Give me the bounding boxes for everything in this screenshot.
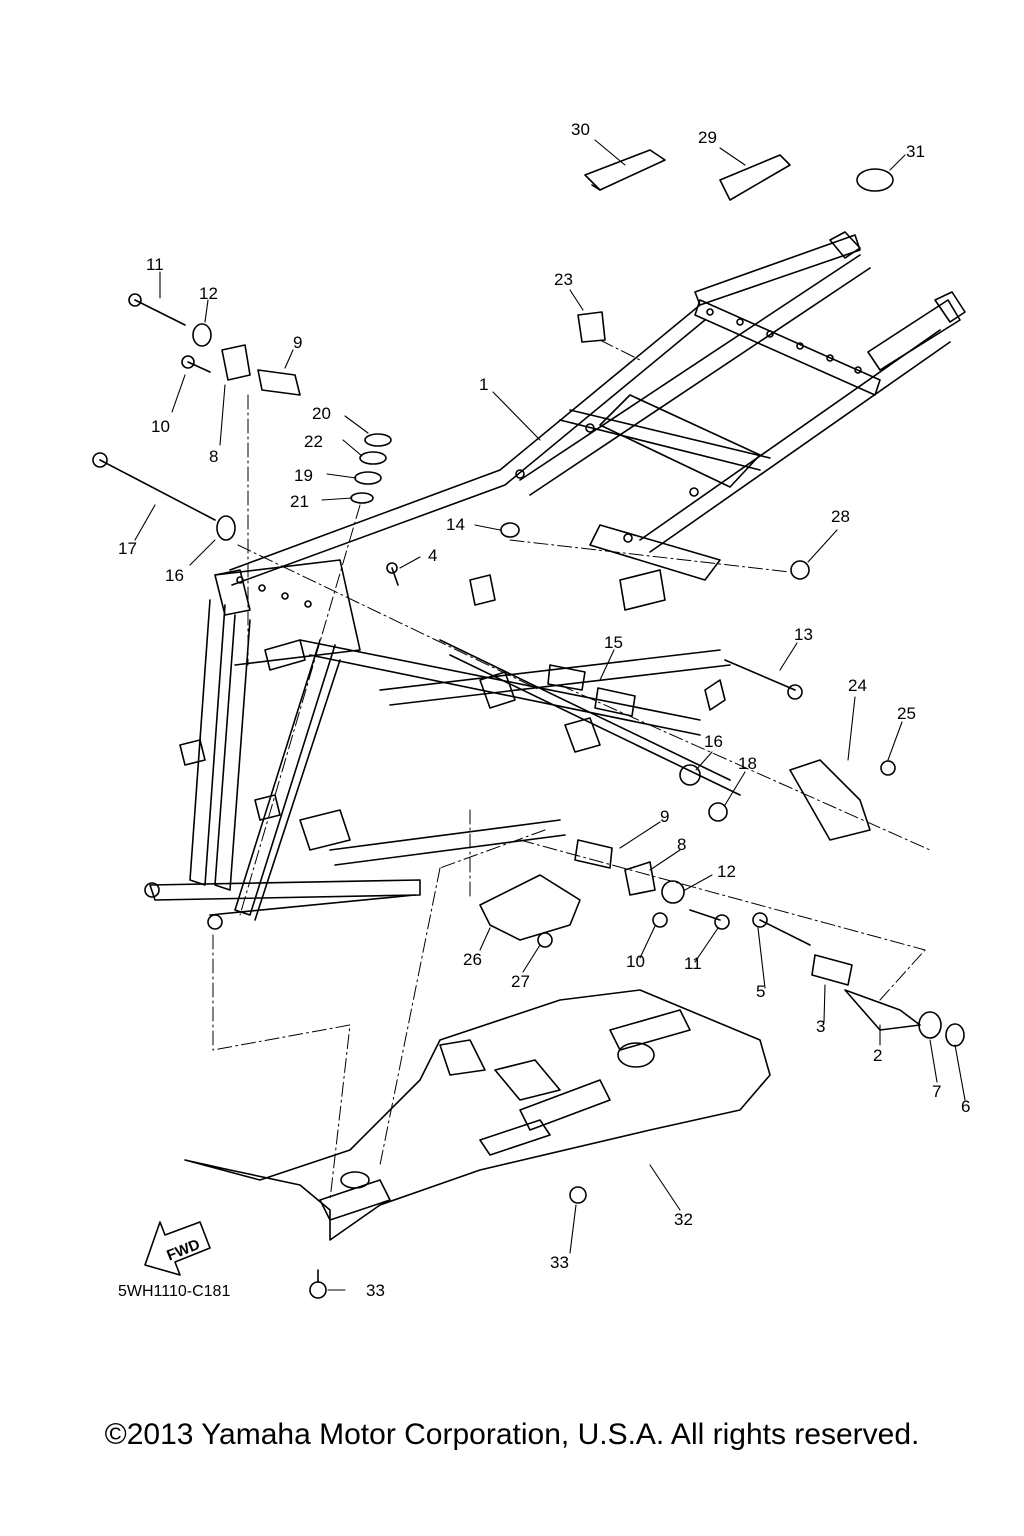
main-frame <box>145 232 965 929</box>
callout-28: 28 <box>831 507 850 526</box>
callout-23: 23 <box>554 270 573 289</box>
callout-31: 31 <box>906 142 925 161</box>
callout-11: 11 <box>146 255 164 274</box>
callout-10-lower: 10 <box>626 952 645 971</box>
fwd-label: FWD <box>164 1236 202 1265</box>
callout-4: 4 <box>428 546 438 565</box>
callout-9-lower: 9 <box>660 807 670 826</box>
leader-lines <box>135 140 965 1290</box>
callout-27: 27 <box>511 972 530 991</box>
callout-20: 20 <box>312 404 331 423</box>
callout-6: 6 <box>961 1097 971 1116</box>
callout-21: 21 <box>290 492 309 511</box>
callout-11-lower: 11 <box>684 954 702 973</box>
callout-19: 19 <box>294 466 313 485</box>
callout-7: 7 <box>932 1082 942 1101</box>
assembly-lines <box>213 340 930 1200</box>
callout-16-lower: 16 <box>704 732 723 751</box>
callout-9: 9 <box>293 333 303 352</box>
callout-5: 5 <box>756 982 766 1001</box>
copyright-notice: ©2013 Yamaha Motor Corporation, U.S.A. A… <box>104 1418 920 1451</box>
figure-code: 5WH1110-C181 <box>118 1283 231 1300</box>
callout-33: 33 <box>550 1253 569 1272</box>
callout-22: 22 <box>304 432 323 451</box>
callout-8-lower: 8 <box>677 835 687 854</box>
callout-24: 24 <box>848 676 867 695</box>
callout-30: 30 <box>571 120 590 139</box>
callout-18: 18 <box>738 754 757 773</box>
callout-25: 25 <box>897 704 916 723</box>
callout-12: 12 <box>199 284 218 303</box>
callout-16: 16 <box>165 566 184 585</box>
callout-13: 13 <box>794 625 813 644</box>
callout-32: 32 <box>674 1210 693 1229</box>
callout-8: 8 <box>209 447 219 466</box>
callout-1: 1 <box>479 375 489 394</box>
callout-15: 15 <box>604 633 623 652</box>
small-parts <box>93 150 964 1298</box>
callout-14: 14 <box>446 515 465 534</box>
callout-26: 26 <box>463 950 482 969</box>
fwd-arrow: FWD <box>145 1222 210 1275</box>
callout-17: 17 <box>118 539 137 558</box>
callout-10: 10 <box>151 417 170 436</box>
frame-exploded-diagram: FWD <box>0 0 1024 1360</box>
callout-12-lower: 12 <box>717 862 736 881</box>
callout-2: 2 <box>873 1046 883 1065</box>
skid-plate <box>185 990 770 1240</box>
callout-29: 29 <box>698 128 717 147</box>
callout-3: 3 <box>816 1017 826 1036</box>
callout-33-lower: 33 <box>366 1281 385 1300</box>
